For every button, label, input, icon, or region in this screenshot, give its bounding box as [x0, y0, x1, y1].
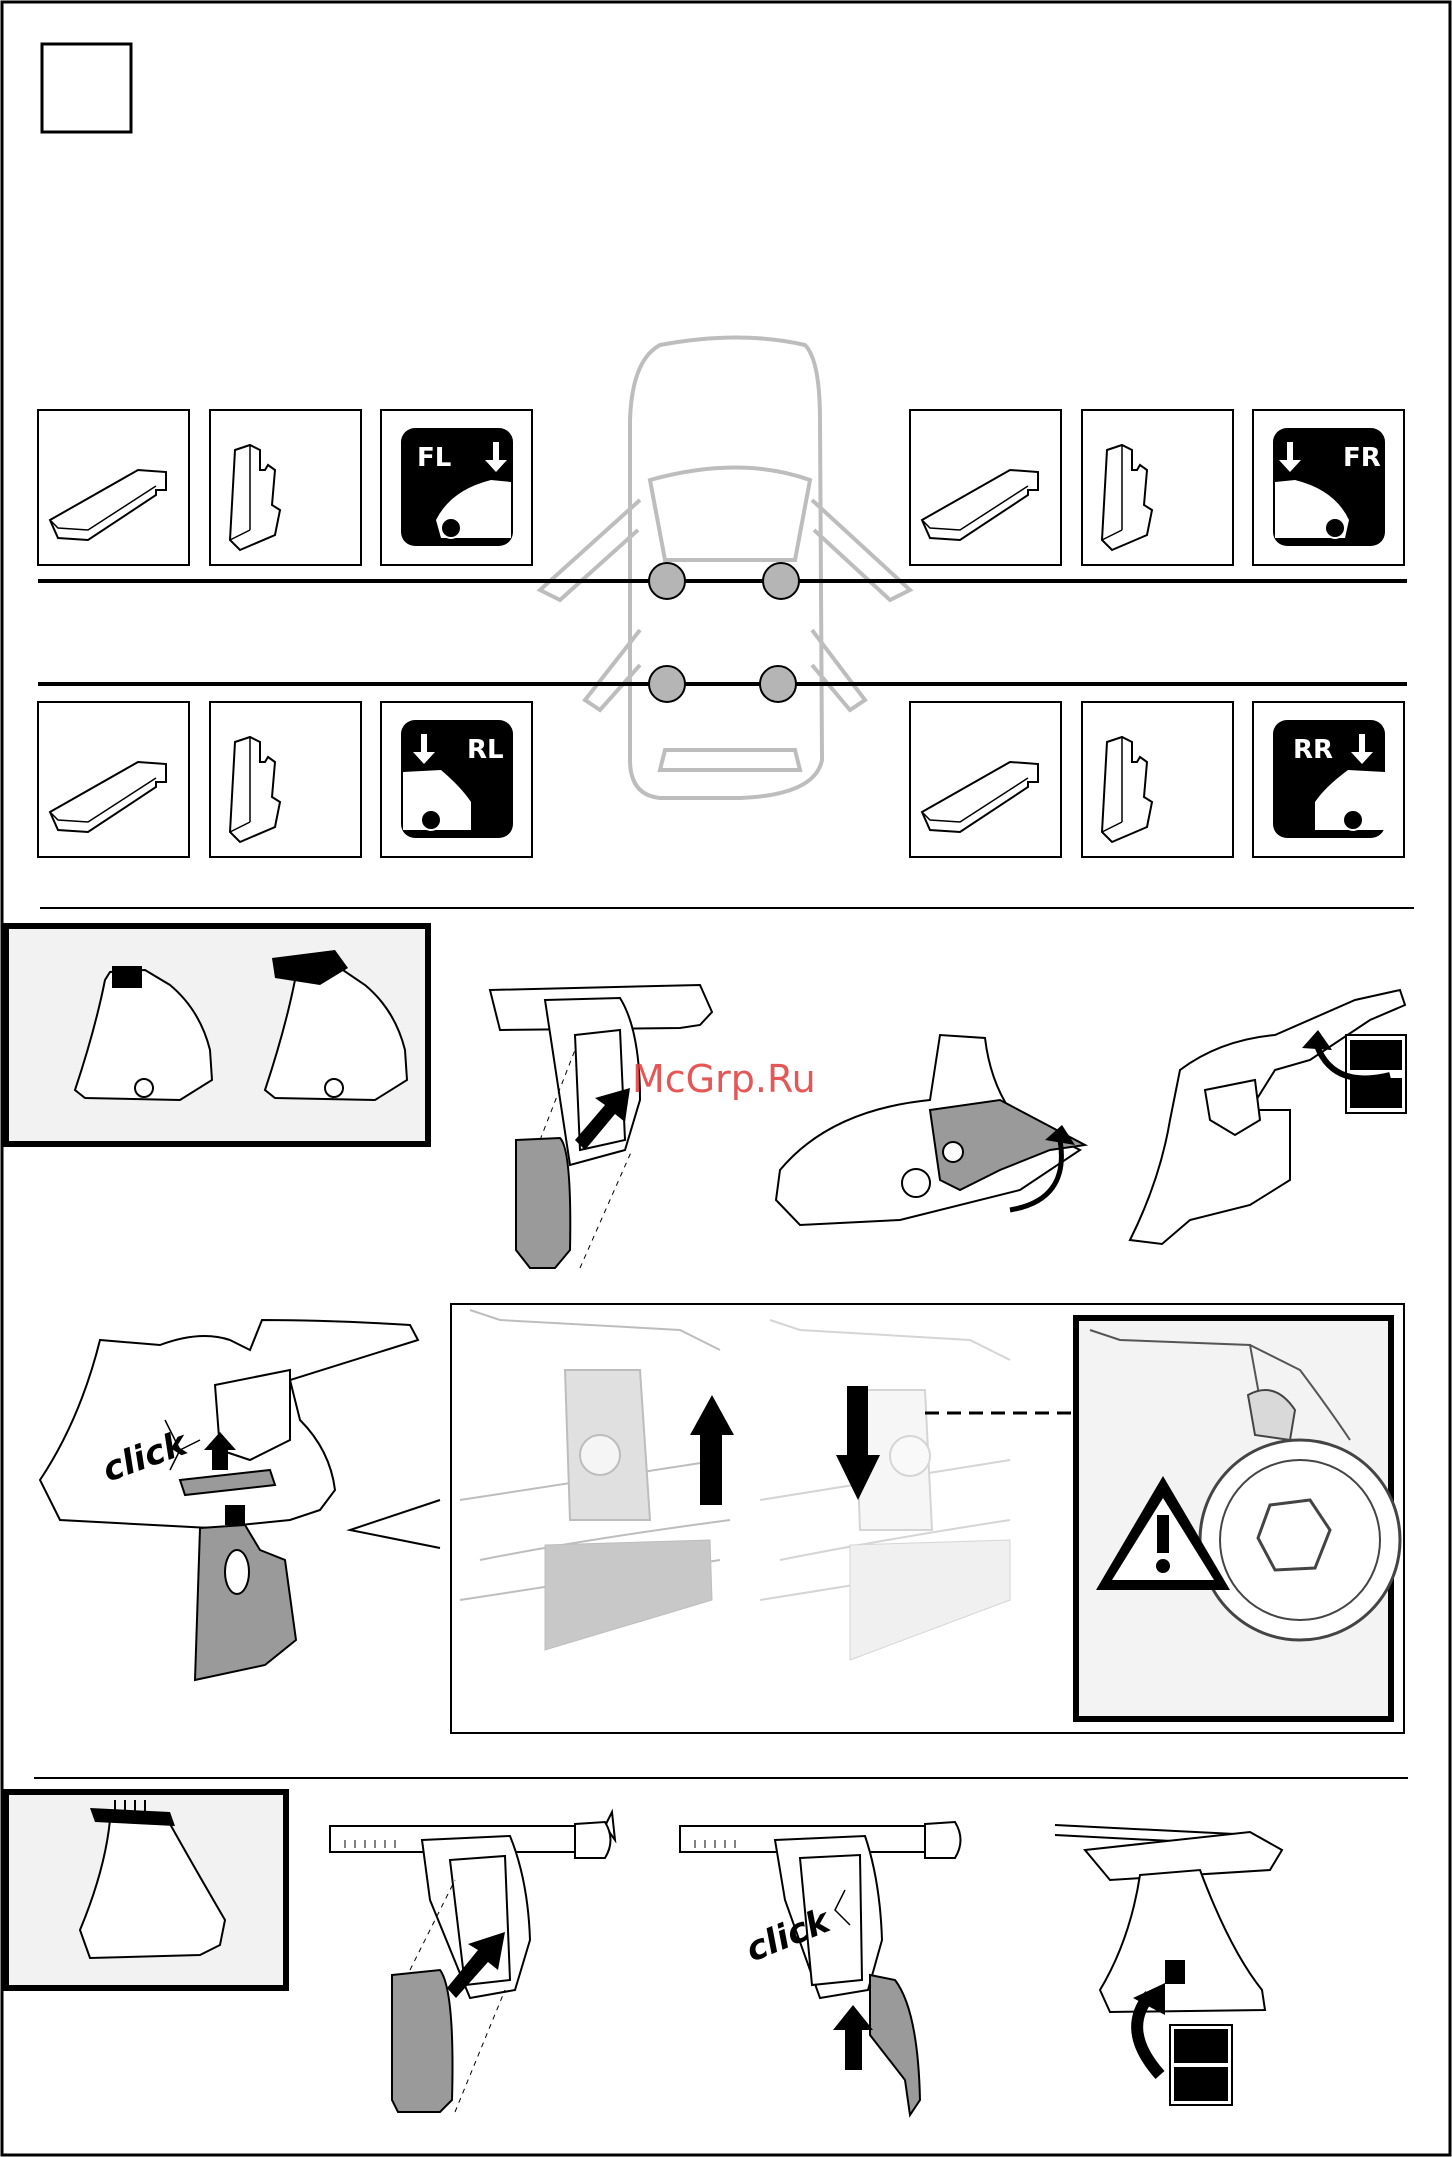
car-top-view-icon: [540, 338, 910, 799]
position-tag-icon: RR: [1253, 702, 1404, 857]
mount-point-fl: [649, 563, 685, 599]
position-label-rr: RR: [1293, 735, 1333, 765]
fr-parts-row: FR: [910, 410, 1404, 565]
position-tag-icon: [1170, 2025, 1232, 2105]
open-cover-step: [1130, 990, 1406, 1244]
rr-parts-row: RR: [910, 702, 1404, 857]
mounted-foot-step: [1055, 1825, 1282, 2105]
click-lock-step: click: [40, 1320, 440, 1680]
watermark: McGrp.Ru: [632, 1057, 816, 1101]
step-number-box: [42, 44, 131, 132]
rl-parts-row: RL: [38, 702, 532, 857]
bracket-icon: [210, 702, 361, 857]
bracket-icon: [1082, 702, 1233, 857]
position-label-rl: RL: [467, 735, 504, 765]
position-tag-icon: [1346, 1035, 1406, 1113]
position-tag-icon: [1165, 1960, 1185, 1984]
foot-pad-icon: [910, 410, 1061, 565]
foot-variant-panel: [6, 926, 428, 1144]
bar-clip-step: [330, 1812, 615, 2112]
arrow-up-icon: [833, 2005, 873, 2070]
foot-pad-icon: [38, 702, 189, 857]
fl-parts-row: FL: [38, 410, 532, 565]
foot-variant-panel: [6, 1792, 286, 1988]
bracket-icon: [210, 410, 361, 565]
bracket-icon: [1082, 410, 1233, 565]
bar-click-step: click: [680, 1822, 961, 2115]
position-tag-icon: FL: [381, 410, 532, 565]
foot-pad-icon: [38, 410, 189, 565]
position-label-fr: FR: [1343, 443, 1381, 473]
mount-point-fr: [763, 563, 799, 599]
clip-insertion-step: [490, 985, 712, 1268]
mounting-clip-icon: [225, 1505, 245, 1525]
foot-cover-step: [776, 1035, 1085, 1225]
mount-point-rl: [649, 666, 685, 702]
mount-point-rr: [760, 666, 796, 702]
foot-pad-icon: [910, 702, 1061, 857]
position-tag-icon: RL: [381, 702, 532, 857]
bracket-detail-box: [451, 1304, 1404, 1733]
warning-inset: [1076, 1318, 1400, 1719]
position-tag-icon: FR: [1253, 410, 1404, 565]
position-label-fl: FL: [417, 443, 451, 473]
